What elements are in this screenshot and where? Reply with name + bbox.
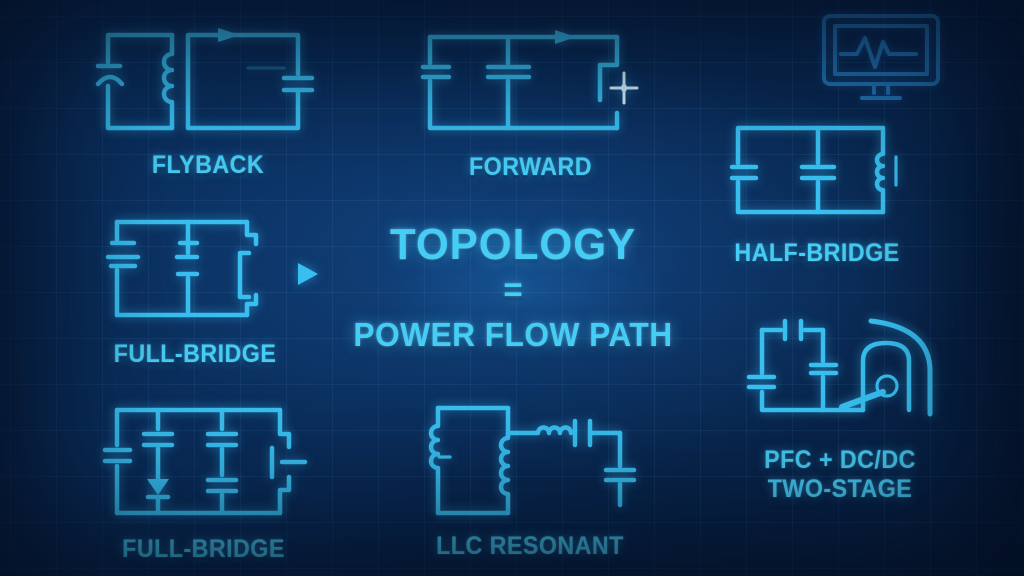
half-bridge-circuit-schematic (729, 125, 898, 215)
flyback-label: FLYBACK (151, 151, 265, 179)
pfc-two-stage-circuit-schematic (746, 318, 933, 417)
half-bridge-panel: HALF-BRIDGE (729, 122, 902, 267)
llc-resonant-panel: LLC RESONANT (420, 402, 640, 560)
flyback-panel: FLYBACK (95, 26, 318, 179)
llc-resonant-circuit-schematic (428, 405, 637, 516)
forward-circuit-schematic (420, 30, 639, 131)
llc-resonant-label: LLC RESONANT (436, 532, 624, 560)
title-equals: = (503, 271, 523, 308)
current-arrow-icon (218, 28, 240, 42)
full-bridge-bottom-label: FULL-BRIDGE (122, 535, 285, 563)
half-bridge-label: HALF-BRIDGE (734, 239, 900, 267)
forward-label: FORWARD (469, 153, 592, 181)
switch-sparkle-icon (609, 71, 639, 105)
current-arrow-icon (555, 30, 576, 44)
full-bridge-mid-label: FULL-BRIDGE (113, 340, 277, 368)
diode-icon (147, 479, 169, 495)
pfc-label-line2: TWO-STAGE (767, 475, 913, 503)
full-bridge-mid-circuit-schematic (105, 219, 318, 318)
center-glow (312, 200, 732, 380)
pfc-label-line1: PFC + DC/DC (764, 446, 916, 474)
forward-panel: FORWARD (420, 30, 639, 181)
power-flow-arrow-icon (249, 263, 318, 285)
oscilloscope-monitor-icon (822, 14, 940, 100)
center-title: TOPOLOGY = POWER FLOW PATH (308, 220, 718, 354)
pfc-two-stage-panel: PFC + DC/DC TWO-STAGE (740, 316, 940, 503)
full-bridge-bottom-panel: FULL-BRIDGE (101, 403, 308, 563)
flyback-circuit-schematic (95, 28, 315, 131)
title-power-flow-path: POWER FLOW PATH (353, 316, 673, 353)
monitor-panel (820, 12, 942, 108)
title-topology: TOPOLOGY (389, 220, 637, 269)
full-bridge-mid-panel: FULL-BRIDGE (103, 213, 323, 368)
pfc-two-stage-label: PFC + DC/DC TWO-STAGE (738, 446, 943, 504)
full-bridge-bottom-circuit-schematic (102, 407, 308, 516)
